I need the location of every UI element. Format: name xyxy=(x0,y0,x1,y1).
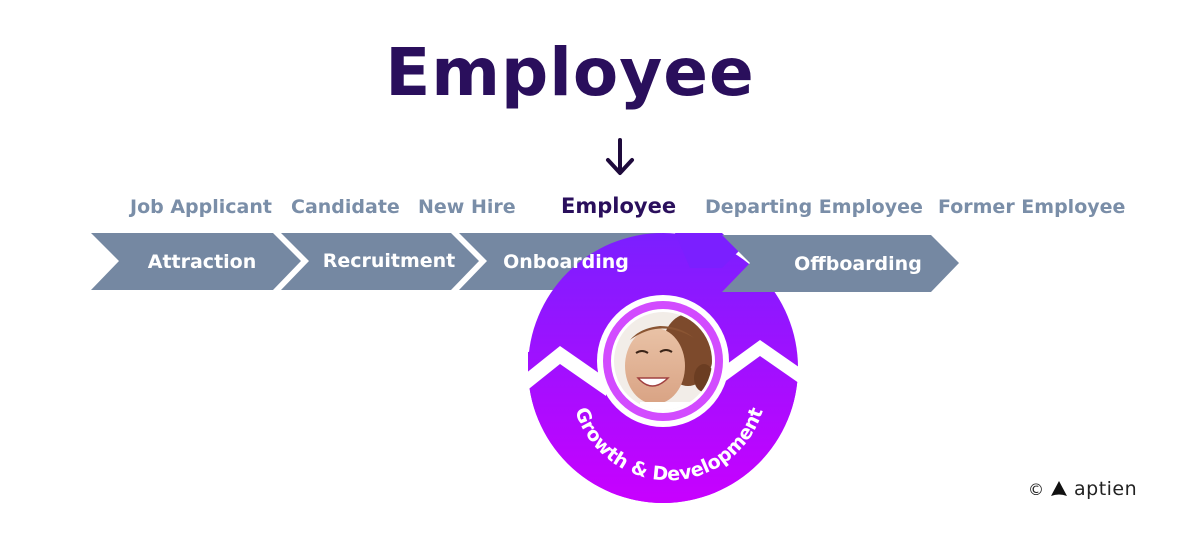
brand-name: aptien xyxy=(1074,478,1138,500)
stage-label-employee: Employee xyxy=(561,194,677,218)
stage-label-departing-employee: Departing Employee xyxy=(705,196,923,218)
employee-photo xyxy=(614,312,712,410)
phase-label-onboarding: Onboarding xyxy=(503,251,629,273)
chevron-attraction xyxy=(91,233,301,290)
stage-label-former-employee: Former Employee xyxy=(938,196,1126,218)
chevron-offboarding xyxy=(722,235,959,292)
down-arrow-icon xyxy=(606,138,634,175)
page-title: Employee xyxy=(385,34,755,111)
stage-label-candidate: Candidate xyxy=(291,196,400,218)
phase-label-attraction: Attraction xyxy=(148,251,257,273)
copyright-symbol: © xyxy=(1028,479,1044,499)
stage-label-job-applicant: Job Applicant xyxy=(130,196,272,218)
phase-label-offboarding: Offboarding xyxy=(794,253,922,275)
stage-label-new-hire: New Hire xyxy=(418,196,516,218)
aptien-logo-icon xyxy=(1051,481,1067,496)
aptien-logo: © aptien xyxy=(1028,478,1137,500)
phase-label-recruitment: Recruitment xyxy=(323,250,456,272)
chevron-recruitment xyxy=(281,233,479,290)
